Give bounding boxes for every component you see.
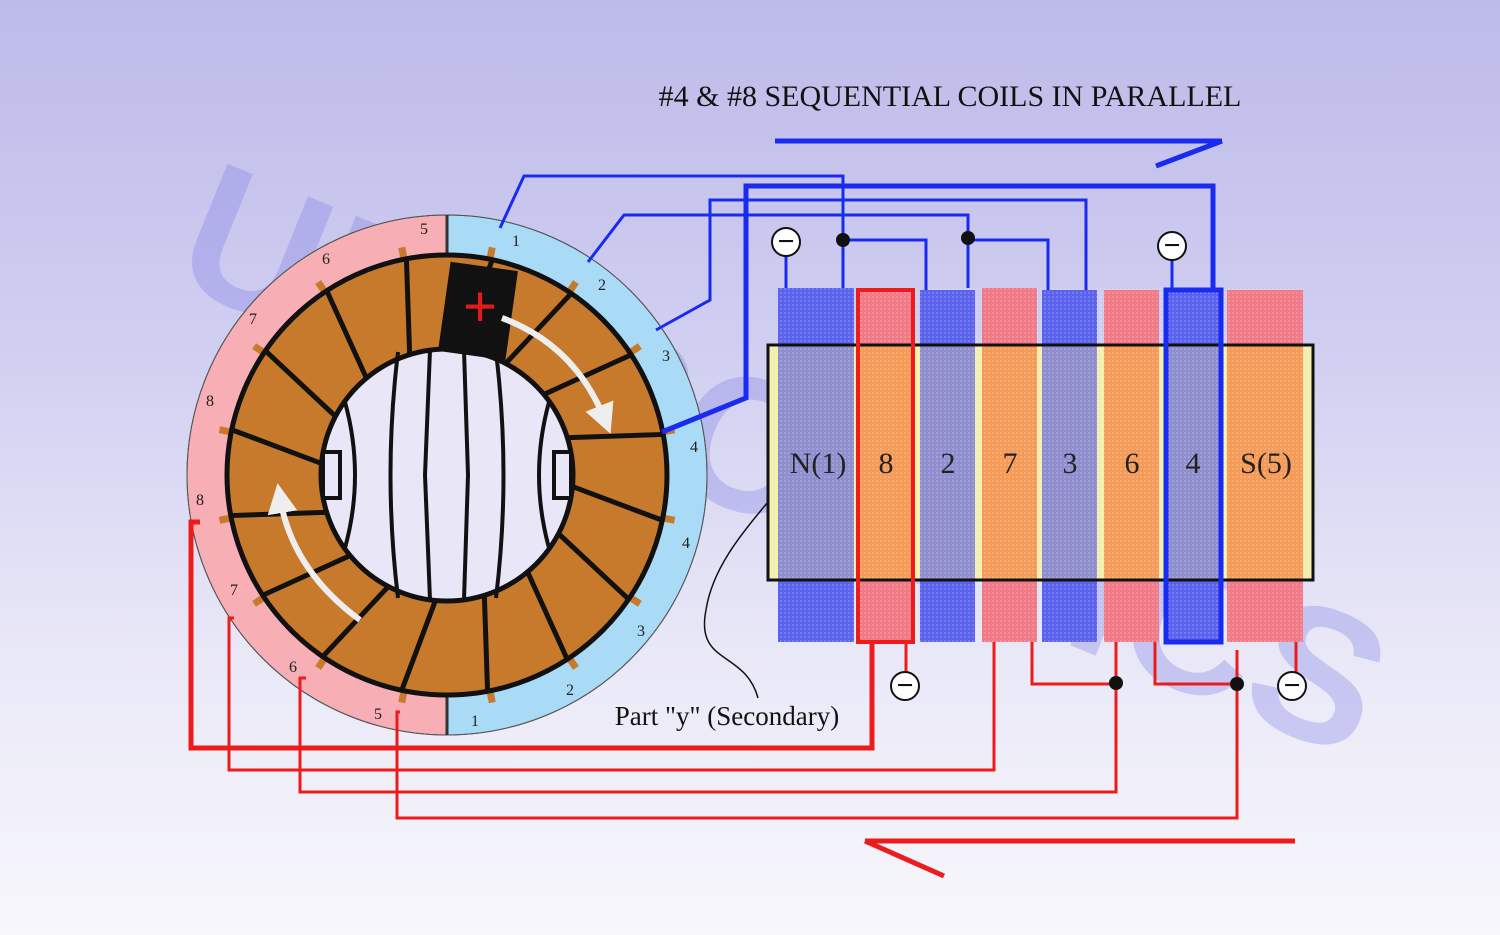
coil-label: 4	[1186, 447, 1201, 480]
ring-number: 8	[196, 492, 204, 509]
rotor-segment-line	[524, 568, 570, 661]
ring-number: 8	[206, 393, 214, 410]
rotation-arrow-bottom	[267, 483, 362, 623]
svg-text:−: −	[1163, 229, 1180, 262]
ring-number: 7	[249, 311, 257, 328]
rotor-segment-line	[263, 348, 339, 420]
rotor-segment-line	[569, 483, 664, 523]
bottom-direction-arrow	[863, 838, 1295, 879]
coil-label: 7	[1003, 447, 1018, 480]
part-label-leader	[703, 501, 769, 699]
svg-text:−: −	[1283, 669, 1300, 702]
rotor-segment-line	[403, 258, 413, 357]
ring-number: 3	[637, 623, 645, 640]
minus-terminal: −	[1157, 229, 1187, 262]
rotor-segment-line	[502, 291, 574, 367]
coil-label: S(5)	[1240, 447, 1292, 480]
diagram-title: #4 & #8 SEQUENTIAL COILS IN PARALLEL	[659, 80, 1242, 113]
top-direction-arrow	[775, 138, 1223, 169]
ring-numbers: 1 2 3 4 4 3 2 1 5 6 7 8 8 7 6 5	[196, 221, 698, 730]
rotor-segment-line	[555, 530, 631, 602]
coil-stack: N(1) 8 2 7 3 6 4 S(5)	[766, 287, 1315, 645]
coil-label: 8	[879, 447, 894, 480]
rotor-segment-line	[481, 593, 491, 692]
rotor-segment-line	[261, 552, 354, 598]
rotor: +	[224, 252, 670, 698]
part-y-label: Part "y" (Secondary)	[615, 701, 839, 731]
minus-terminal: −	[1277, 669, 1307, 702]
rotor-segment-line	[399, 597, 439, 692]
ring-number: 3	[662, 348, 670, 365]
rotor-segment-line	[324, 289, 370, 382]
junction-dots	[836, 231, 1244, 691]
ring-number: 4	[690, 439, 698, 456]
minus-terminal: −	[771, 225, 801, 258]
coil-label: 6	[1125, 447, 1140, 480]
minus-terminal: −	[890, 669, 920, 702]
coil-8-outline	[856, 288, 915, 644]
ring-number: 5	[420, 221, 428, 238]
ring-number: 2	[598, 277, 606, 294]
coil-label: 3	[1063, 447, 1078, 480]
positive-brush: +	[438, 261, 518, 361]
rotation-arrow-top	[500, 315, 614, 434]
svg-text:−: −	[896, 669, 913, 702]
ring-number: 1	[512, 233, 520, 250]
ring-number: 1	[471, 713, 479, 730]
ring-number: 7	[230, 582, 238, 599]
rotor-segment-line	[540, 352, 633, 398]
ring-number: 4	[682, 535, 690, 552]
blue-wiring	[498, 174, 1216, 435]
svg-text:−: −	[777, 225, 794, 258]
ring-number: 2	[566, 682, 574, 699]
rotor-segment-line	[565, 431, 664, 441]
ring-number: 6	[289, 659, 297, 676]
rotor-segment-line	[230, 509, 329, 519]
plus-sign: +	[463, 274, 497, 339]
coil-4-outline	[1163, 287, 1224, 645]
coil-label: N(1)	[790, 447, 847, 480]
coil-label: 2	[941, 447, 956, 480]
rotor-segment-line	[230, 427, 325, 467]
ring-number: 6	[322, 251, 330, 268]
ring-number: 5	[374, 706, 382, 723]
red-wiring	[188, 519, 1298, 820]
